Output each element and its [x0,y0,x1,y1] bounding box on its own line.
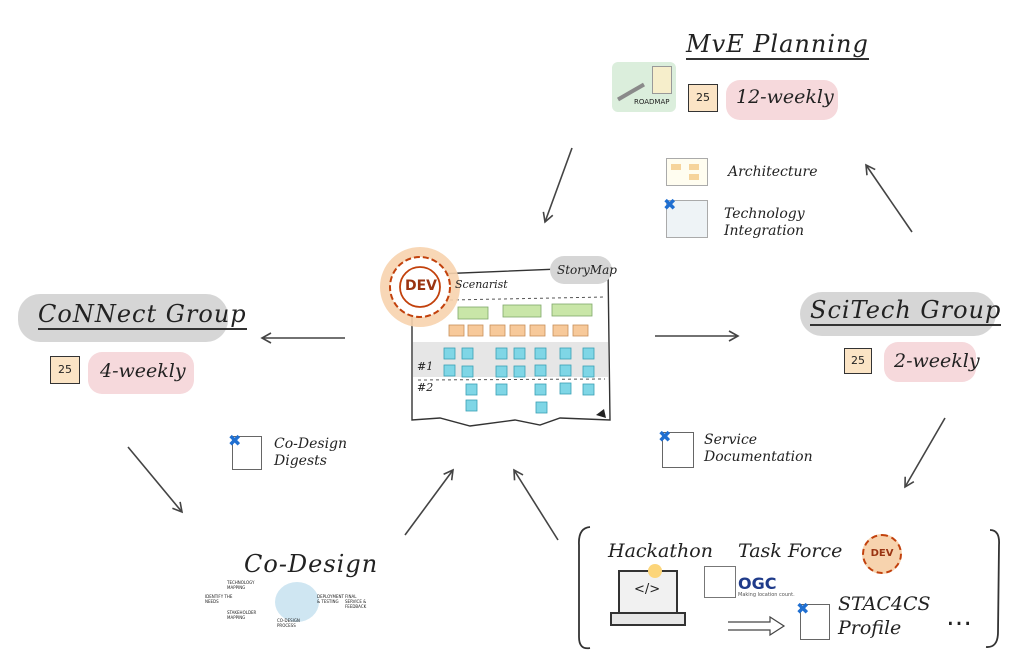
connect-group-blob [18,294,228,342]
mve-cadence-highlight [726,80,838,120]
codesign-process-diagram: IDENTIFY THE NEEDS TECHNOLOGY MAPPING ST… [205,580,367,628]
story-map-blob [550,256,612,284]
dev-gear-icon [380,247,460,327]
codesign-digests-label: Co-Design Digests [274,436,348,469]
confluence-doc-icon: ✖ [658,427,694,468]
ellipsis: … [946,602,972,632]
architecture-label: Architecture [728,164,818,180]
ogc-logo: OGC [738,574,777,593]
service-documentation-label: Service Documentation [704,432,813,465]
row-label-1: #1 [417,360,434,373]
laptop-base-icon [610,612,686,626]
technology-integration-label: Technology Integration [724,206,805,239]
scitech-group-title: SciTech Group [810,296,1002,326]
confluence-doc-icon: ✖ [228,431,262,470]
row-label-2: #2 [417,381,434,394]
bottom-bracket [578,526,1000,650]
calendar-icon: 25 [688,84,718,112]
mve-cadence: 12-weekly [736,86,834,108]
arrow-bottom-to-center [513,468,559,541]
connect-cadence-highlight [88,352,194,394]
hackathon-label: Hackathon [608,540,713,562]
laptop-icon: </> [618,570,678,614]
scitech-group-blob [800,292,996,336]
calendar-icon: 25 [50,356,80,384]
connect-cadence: 4-weekly [100,360,186,382]
presentation-board-icon [704,566,736,598]
dev-label: DEV [404,278,438,294]
architecture-icon [666,158,708,186]
scitech-cadence-highlight [884,342,976,382]
arrow-scitech-to-mve [865,163,913,233]
dev-gear-icon: DEV [862,534,902,574]
task-force-label: Task Force [738,540,843,562]
arrow-connect-to-codesign [127,446,184,514]
arrow-scitech-to-bottom [904,417,946,489]
confluence-doc-icon: ✖ [796,599,830,640]
arrow-codesign-to-center [404,468,454,536]
story-map-title: StoryMap [557,263,617,277]
mve-planning-title: MvE Planning [686,30,869,60]
story-map-board [411,266,611,427]
technology-integration-icon: ✖ [663,195,708,238]
board-header: Scenarist [455,278,508,291]
ogc-tagline: Making location count. [738,592,795,598]
connect-group-title: CoNNect Group [38,300,247,330]
roadmap-icon: ROADMAP [612,62,676,112]
stac-profile-label: STAC4CS Profile [838,593,931,639]
scitech-cadence: 2-weekly [894,350,980,372]
codesign-title: Co-Design [244,550,379,578]
calendar-icon: 25 [844,348,872,374]
lightbulb-icon [648,564,662,578]
arrow-mve-to-center [542,147,573,224]
